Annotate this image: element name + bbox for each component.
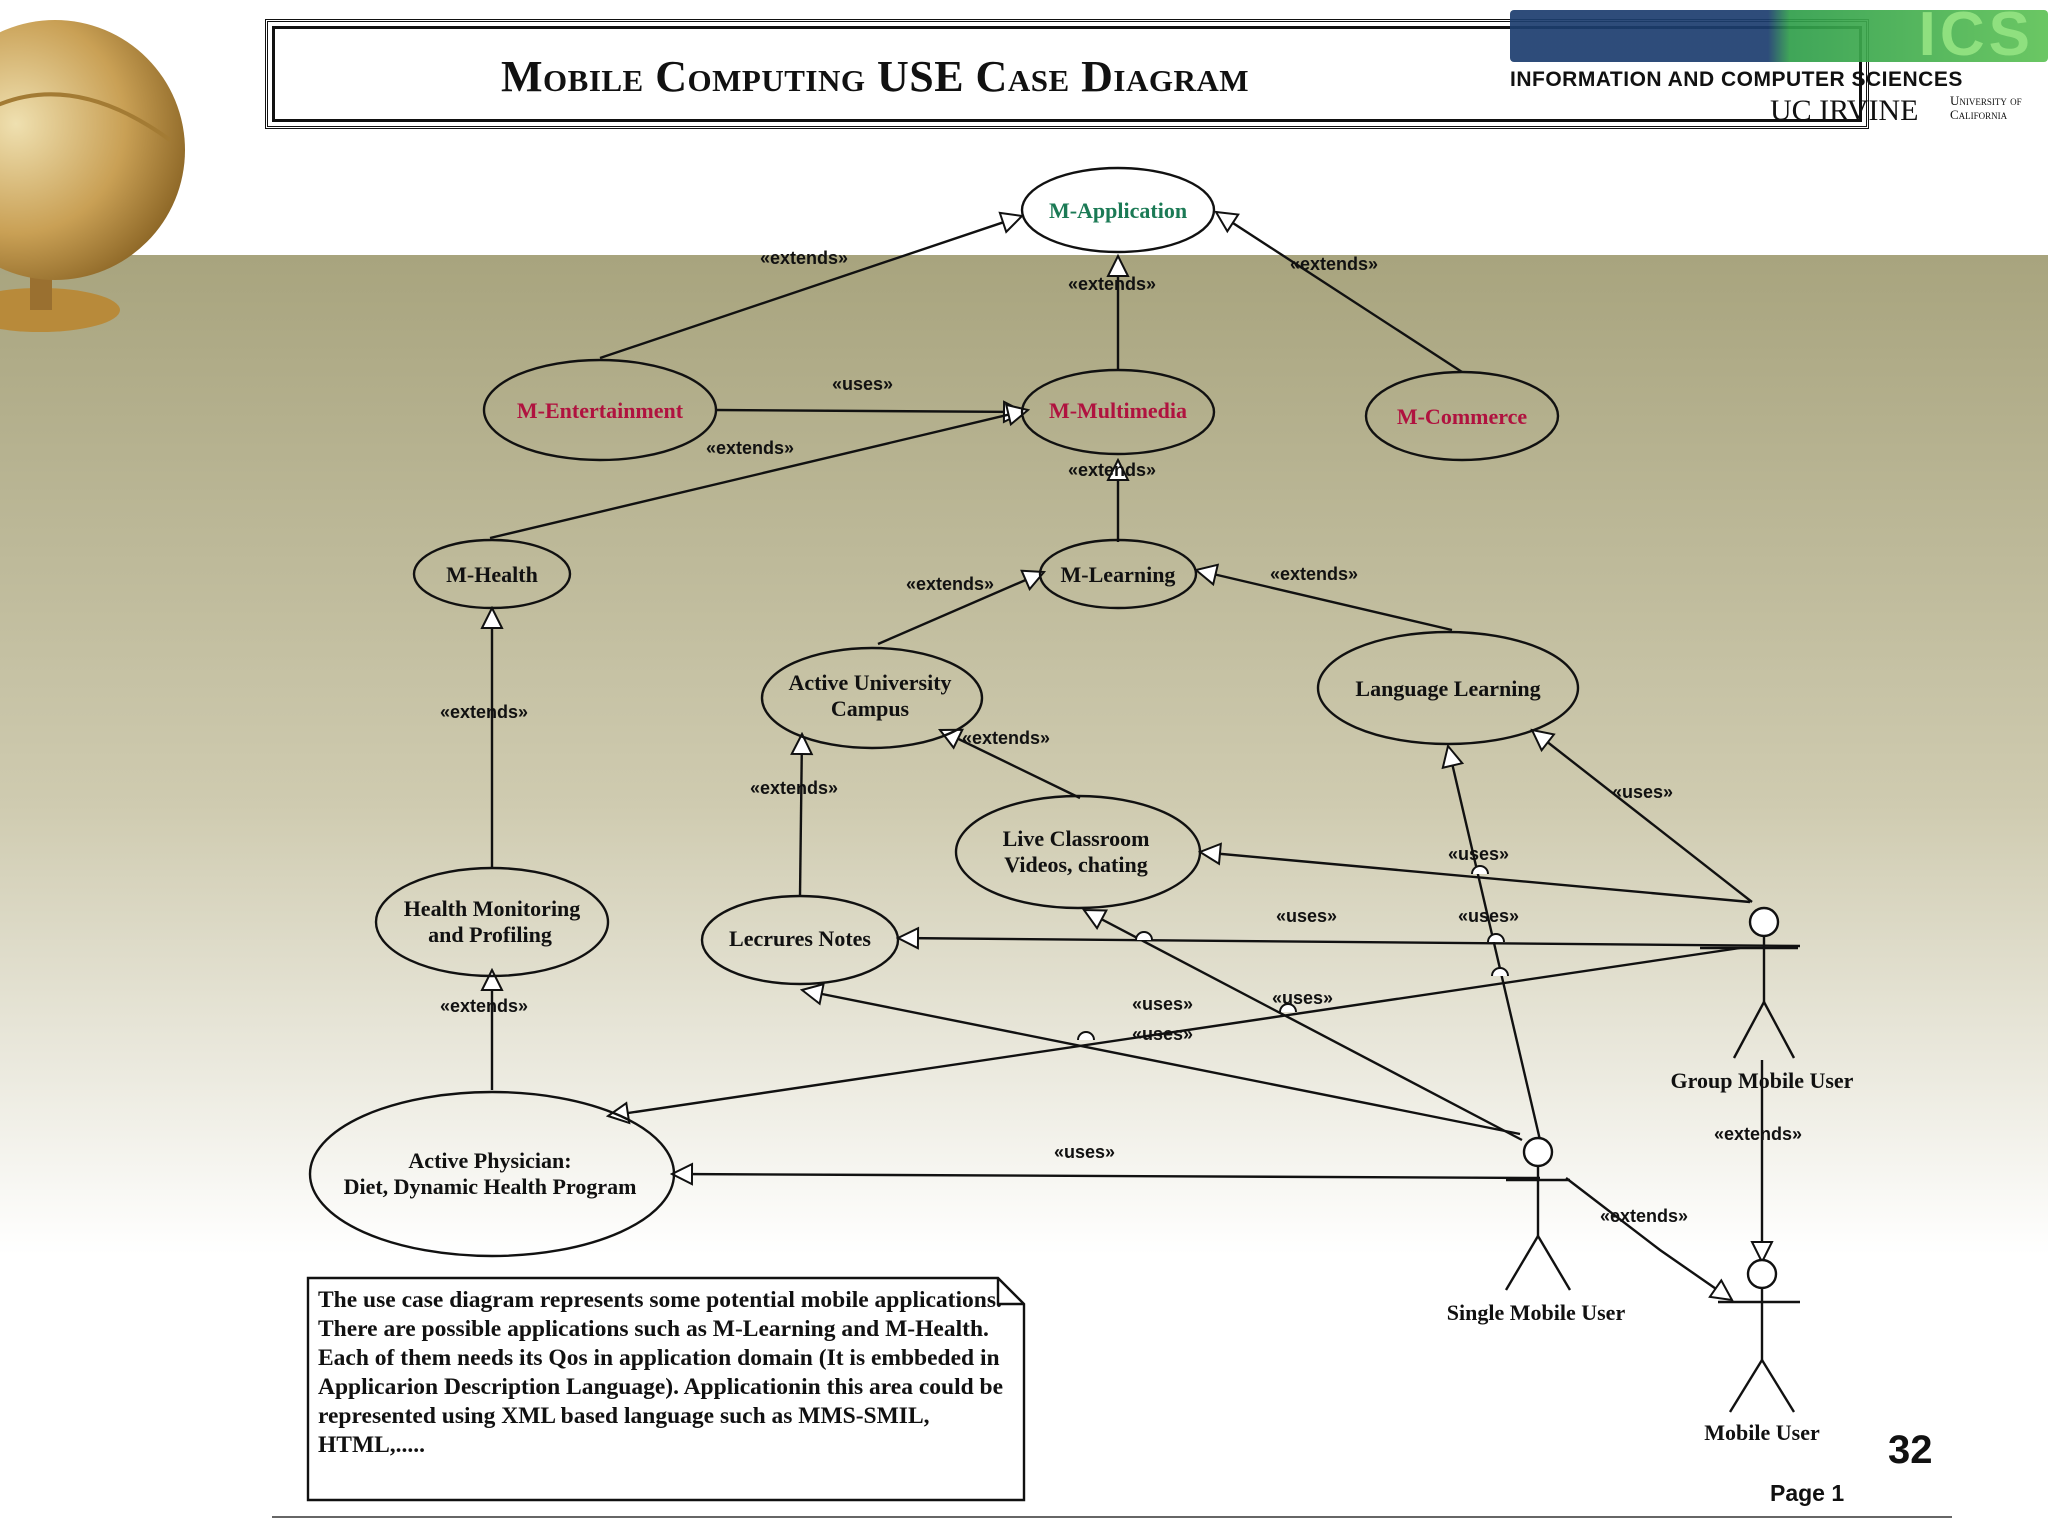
rel-commerce-extends-application [1216, 212, 1463, 374]
actor-mobile-user-label: Mobile User [1704, 1420, 1820, 1445]
note-shape [306, 1276, 1026, 1502]
usecase-m-health [412, 538, 572, 610]
rel-group-uses-language [1532, 730, 1753, 903]
logo-university: University of California [1950, 93, 2022, 122]
rel-group-uses-notes [898, 938, 1801, 946]
label-health-extends-multimedia: «extends» [706, 438, 794, 458]
usecase-health-monitoring-label-1: Health Monitoring [404, 896, 581, 921]
actor-group-mobile-user-label: Group Mobile User [1671, 1068, 1854, 1093]
label-single-uses-language: «uses» [1458, 906, 1519, 926]
label-single-uses-notes: «uses» [1132, 994, 1193, 1014]
label-group-uses-classroom: «uses» [1448, 844, 1509, 864]
usecase-language-learning [1316, 630, 1580, 746]
rel-classroom-extends-campus [940, 730, 1081, 800]
usecase-m-multimedia [1020, 368, 1216, 456]
rel-group-uses-physician [608, 946, 1741, 1116]
usecase-live-classroom-label-1: Live Classroom [1003, 826, 1150, 851]
usecase-health-monitoring-label-2: and Profiling [428, 922, 552, 947]
usecase-live-classroom [954, 794, 1202, 910]
label-learning-extends-multimedia: «extends» [1068, 460, 1156, 480]
crossing-hop [1279, 1003, 1297, 1013]
usecase-active-university-campus-label-2: Campus [831, 696, 910, 721]
logo-band [1510, 10, 2048, 62]
label-single-uses-classroom: «uses» [1272, 988, 1333, 1008]
label-group-uses-notes: «uses» [1276, 906, 1337, 926]
crossing-hop [1487, 933, 1505, 943]
logo-mark: ICS [1918, 0, 2034, 69]
label-classroom-extends-campus: «extends» [962, 728, 1050, 748]
label-physician-extends-monitoring: «extends» [440, 996, 528, 1016]
label-campus-extends-learning: «extends» [906, 574, 994, 594]
crossing-hop [1135, 931, 1153, 941]
usecase-m-commerce [1364, 370, 1560, 462]
crossing-hop [1077, 1031, 1095, 1041]
rel-single-uses-physician [672, 1174, 1541, 1178]
rel-group-uses-classroom [1200, 852, 1751, 904]
label-multimedia-extends-application: «extends» [1068, 274, 1156, 294]
usecase-m-multimedia-label: M-Multimedia [1049, 398, 1187, 423]
logo-campus: UC IRVINE [1770, 94, 1919, 127]
logo-department: INFORMATION AND COMPUTER SCIENCES [1510, 68, 1963, 91]
usecase-live-classroom-label-2: Videos, chating [1004, 852, 1147, 877]
usecase-health-monitoring [374, 866, 610, 978]
page-label: Page 1 [1770, 1480, 1845, 1506]
rel-notes-extends-campus [800, 734, 802, 897]
usecase-active-university-campus [760, 646, 984, 750]
usecase-lecture-notes-label: Lecrures Notes [729, 926, 871, 951]
label-group-extends-mobile: «extends» [1714, 1124, 1802, 1144]
rel-single-uses-classroom [1084, 908, 1523, 1142]
usecase-active-physician-label-1: Active Physician: [408, 1148, 571, 1173]
label-monitoring-extends-health: «extends» [440, 702, 528, 722]
usecase-active-physician [308, 1090, 676, 1258]
usecase-language-learning-label: Language Learning [1355, 676, 1540, 701]
rel-entertainment-uses-multimedia [715, 410, 1024, 412]
usecase-m-health-label: M-Health [446, 562, 538, 587]
actor-mobile-user-icon [1718, 1258, 1800, 1413]
label-commerce-extends-application: «extends» [1290, 254, 1378, 274]
crossing-hop [1491, 967, 1509, 977]
label-single-extends-mobile: «extends» [1600, 1206, 1688, 1226]
globe-icon [0, 20, 185, 332]
label-entertainment-extends-application: «extends» [760, 248, 848, 268]
label-group-uses-physician: «uses» [1132, 1024, 1193, 1044]
actor-group-mobile-user-icon [1700, 906, 1798, 1059]
rel-entertainment-extends-application [599, 216, 1022, 360]
label-group-uses-language: «uses» [1612, 782, 1673, 802]
usecase-m-application-label: M-Application [1049, 198, 1187, 223]
crossing-hop [1471, 865, 1489, 875]
usecase-m-learning-label: M-Learning [1061, 562, 1176, 587]
bottom-divider [272, 1516, 1952, 1518]
ics-logo: ICS INFORMATION AND COMPUTER SCIENCES UC… [1510, 0, 2048, 127]
usecase-m-entertainment [482, 358, 718, 462]
rel-single-uses-language [1448, 746, 1542, 1141]
rel-single-extends-mobile [1565, 1177, 1732, 1300]
usecase-m-application [1020, 166, 1216, 254]
label-single-uses-physician: «uses» [1054, 1142, 1115, 1162]
rel-campus-extends-learning [877, 572, 1044, 646]
rel-health-extends-multimedia [489, 410, 1028, 540]
label-language-extends-learning: «extends» [1270, 564, 1358, 584]
rel-language-extends-learning [1196, 570, 1453, 632]
usecase-m-learning [1038, 538, 1198, 610]
usecase-active-university-campus-label-1: Active University [788, 670, 951, 695]
slide-title: Mobile Computing USE Case Diagram [501, 52, 1249, 101]
usecase-lecture-notes [700, 894, 900, 986]
usecase-active-physician-label-2: Diet, Dynamic Health Program [344, 1174, 637, 1199]
note-text: The use case diagram represents some pot… [318, 1287, 1004, 1458]
label-notes-extends-campus: «extends» [750, 778, 838, 798]
usecase-m-commerce-label: M-Commerce [1397, 404, 1528, 429]
usecase-m-entertainment-label: M-Entertainment [517, 398, 684, 423]
slide-number: 32 [1888, 1428, 1933, 1472]
rel-single-uses-notes [802, 990, 1521, 1136]
label-entertainment-uses-multimedia: «uses» [832, 374, 893, 394]
actor-single-mobile-user-icon [1504, 1136, 1572, 1291]
actor-single-mobile-user-label: Single Mobile User [1447, 1300, 1626, 1325]
